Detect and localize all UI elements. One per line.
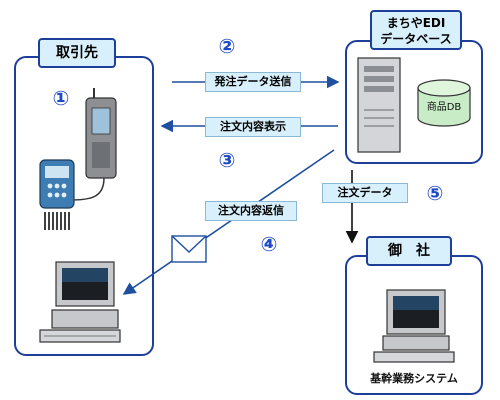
step-1-number: ① (52, 86, 70, 110)
partner-computer-icon (39, 261, 121, 343)
handy-terminal-icon (39, 159, 75, 230)
step-3-number: ③ (218, 148, 236, 172)
database-icon (417, 79, 471, 127)
step-4-number: ④ (260, 232, 278, 256)
company-computer-icon (373, 289, 455, 363)
company-title: 御 社 (366, 236, 452, 266)
edi-title-line1: まちやEDI (386, 16, 446, 30)
edi-title: まちやEDI データベース (370, 10, 462, 50)
db-label: 商品DB (426, 102, 462, 113)
server-icon (357, 57, 401, 153)
step-5-number: ⑤ (426, 181, 444, 205)
label-order-send: 発注データ送信 (205, 72, 301, 92)
envelope-icon (171, 235, 207, 263)
arrow-order-reply (122, 149, 335, 295)
label-order-data: 注文データ (322, 183, 408, 203)
mobile-phone-icon (44, 88, 117, 201)
label-order-display: 注文内容表示 (205, 117, 301, 137)
label-order-reply: 注文内容返信 (205, 201, 297, 221)
partner-title: 取引先 (38, 38, 116, 68)
edi-title-line2: データベース (380, 32, 452, 46)
system-label: 基幹業務システム (370, 372, 458, 385)
step-2-number: ② (218, 34, 236, 58)
